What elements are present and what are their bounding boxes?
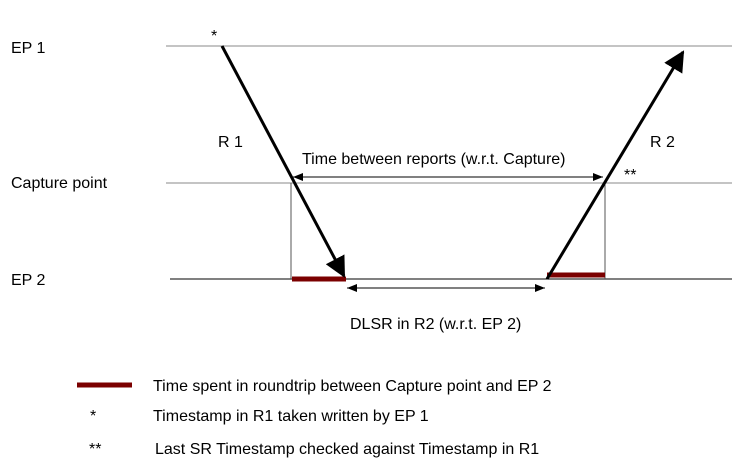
r2-label: R 2 xyxy=(650,134,675,151)
legend-star-symbol: * xyxy=(90,408,96,425)
legend: Time spent in roundtrip between Capture … xyxy=(77,378,552,458)
legend-double-star-text: Last SR Timestamp checked against Timest… xyxy=(155,441,539,458)
capture-point-label: Capture point xyxy=(11,175,108,192)
star-marker-r1: * xyxy=(211,28,217,45)
ep1-label: EP 1 xyxy=(11,40,46,57)
ep2-label: EP 2 xyxy=(11,272,46,289)
time-between-reports-label: Time between reports (w.r.t. Capture) xyxy=(302,151,566,168)
legend-star-text: Timestamp in R1 taken written by EP 1 xyxy=(153,408,429,425)
legend-roundtrip-text: Time spent in roundtrip between Capture … xyxy=(153,378,552,395)
legend-double-star-symbol: ** xyxy=(89,441,101,458)
dlsr-label: DLSR in R2 (w.r.t. EP 2) xyxy=(350,316,521,333)
r1-label: R 1 xyxy=(218,134,243,151)
r2-arrow xyxy=(545,50,685,280)
double-star-marker-r2: ** xyxy=(624,167,636,184)
r1-arrow xyxy=(220,45,346,278)
